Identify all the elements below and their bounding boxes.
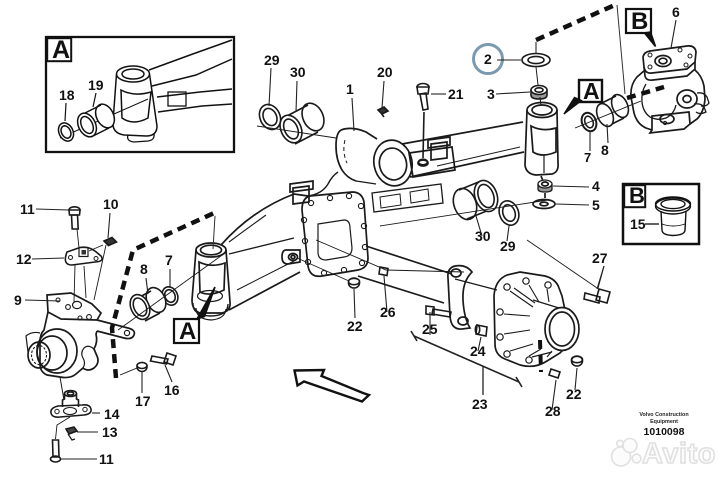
svg-text:Volvo Construction: Volvo Construction <box>639 412 688 418</box>
svg-text:6: 6 <box>672 4 680 20</box>
svg-text:8: 8 <box>601 142 609 158</box>
svg-text:23: 23 <box>472 396 488 412</box>
svg-text:30: 30 <box>475 228 491 244</box>
svg-text:10: 10 <box>103 196 119 212</box>
svg-text:13: 13 <box>102 424 118 440</box>
svg-text:11: 11 <box>99 451 114 467</box>
svg-text:18: 18 <box>59 87 75 103</box>
svg-text:A: A <box>52 36 70 64</box>
svg-text:14: 14 <box>104 406 120 422</box>
svg-text:28: 28 <box>545 403 561 419</box>
svg-text:11: 11 <box>20 201 35 217</box>
svg-text:1: 1 <box>346 81 354 97</box>
svg-text:16: 16 <box>164 382 180 398</box>
svg-text:24: 24 <box>470 343 486 359</box>
svg-text:12: 12 <box>16 251 32 267</box>
svg-text:7: 7 <box>584 150 591 165</box>
svg-text:7: 7 <box>165 252 173 268</box>
svg-text:29: 29 <box>264 52 280 68</box>
svg-text:A: A <box>583 78 600 104</box>
svg-text:3: 3 <box>487 86 495 102</box>
svg-text:4: 4 <box>592 178 600 194</box>
svg-text:1010098: 1010098 <box>644 426 685 438</box>
svg-text:19: 19 <box>88 77 104 93</box>
svg-text:30: 30 <box>290 64 306 80</box>
svg-text:B: B <box>629 183 645 208</box>
svg-text:22: 22 <box>566 386 582 402</box>
svg-text:22: 22 <box>347 318 363 334</box>
svg-text:A: A <box>179 318 196 345</box>
svg-text:29: 29 <box>500 238 516 254</box>
svg-text:Avito: Avito <box>642 438 716 470</box>
svg-text:21: 21 <box>448 86 464 102</box>
svg-text:2: 2 <box>484 51 492 67</box>
svg-text:15: 15 <box>630 216 646 232</box>
svg-text:5: 5 <box>592 197 600 213</box>
svg-text:Equipment: Equipment <box>650 419 678 425</box>
svg-text:B: B <box>631 8 648 35</box>
svg-text:8: 8 <box>140 261 148 277</box>
svg-text:17: 17 <box>135 393 151 409</box>
svg-text:26: 26 <box>380 304 396 320</box>
svg-text:20: 20 <box>377 64 393 80</box>
svg-text:9: 9 <box>14 292 22 308</box>
svg-text:27: 27 <box>592 250 608 266</box>
